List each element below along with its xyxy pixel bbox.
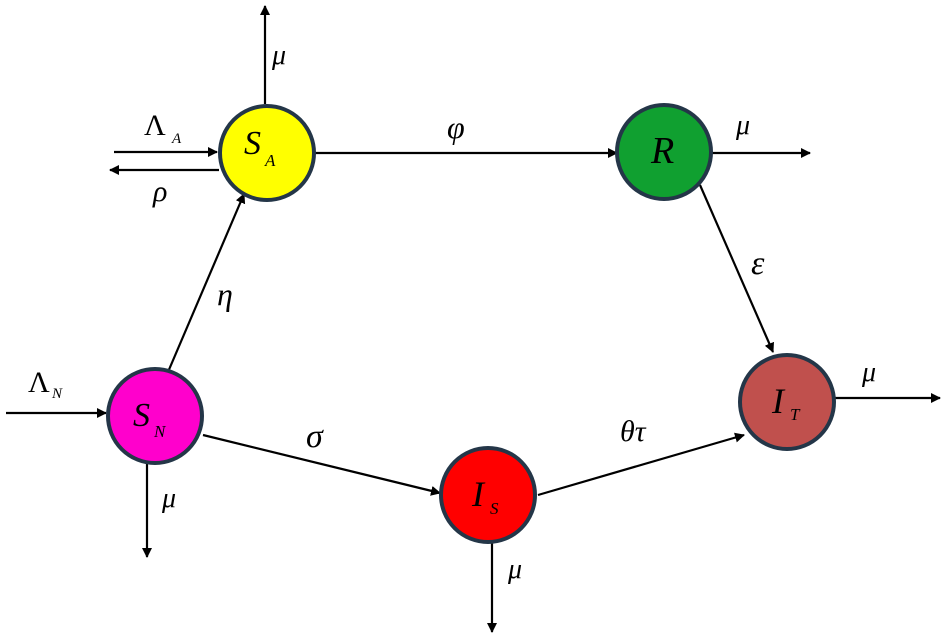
- node-sa-sub: A: [264, 151, 276, 170]
- label-theta-tau: θτ: [620, 415, 647, 448]
- label-mu-sa: μ: [271, 40, 286, 71]
- node-sn-label: S: [133, 397, 150, 434]
- sigma-arrow: [202, 433, 441, 496]
- eta-arrow: [166, 193, 246, 373]
- label-epsilon: ε: [751, 245, 765, 282]
- theta-tau-arrow: [537, 432, 745, 497]
- label-phi: φ: [447, 109, 465, 145]
- label-mu-it: μ: [861, 357, 876, 388]
- label-lambda-a: Λ: [144, 109, 166, 142]
- label-mu-sn: μ: [161, 483, 176, 514]
- node-is-label: I: [471, 474, 486, 514]
- node-it-sub: T: [790, 405, 801, 424]
- node-is: I S: [439, 446, 537, 544]
- node-sa: S A: [218, 104, 316, 202]
- label-mu-is: μ: [507, 554, 522, 585]
- node-r: R: [615, 103, 713, 201]
- epsilon-arrow: [698, 184, 775, 353]
- label-rho: ρ: [152, 175, 167, 208]
- node-sa-label: S: [244, 125, 261, 162]
- label-sigma: σ: [306, 418, 324, 455]
- label-eta: η: [217, 276, 233, 312]
- label-lambda-n: Λ: [28, 366, 50, 399]
- node-is-sub: S: [490, 499, 499, 518]
- node-sn: S N: [106, 367, 204, 465]
- label-mu-r: μ: [735, 110, 750, 141]
- node-it: I T: [738, 353, 836, 451]
- label-lambda-n-sub: N: [51, 386, 63, 402]
- node-sn-sub: N: [153, 422, 167, 441]
- node-it-label: I: [771, 381, 786, 421]
- label-lambda-a-sub: A: [171, 131, 182, 147]
- svg-text:S: S: [244, 125, 261, 162]
- node-r-label: R: [650, 130, 674, 172]
